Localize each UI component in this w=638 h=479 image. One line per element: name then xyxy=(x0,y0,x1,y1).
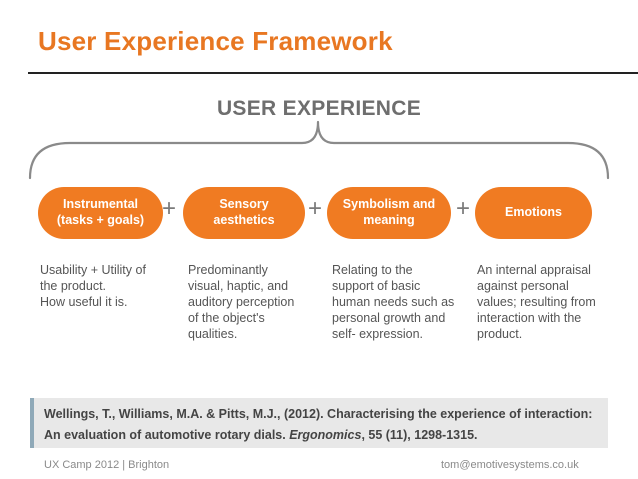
description-instrumental: Usability + Utility of the product. How … xyxy=(40,263,146,309)
description-sensory: Predominantly visual, haptic, and audito… xyxy=(188,263,295,341)
plus-sign: + xyxy=(162,195,177,222)
pill-sensory-aesthetics: Sensory aesthetics xyxy=(183,187,305,239)
footer-email: tom@emotivesystems.co.uk xyxy=(441,459,579,471)
reference-details: , 55 (11), 1298-1315. xyxy=(361,428,478,442)
pill-instrumental: Instrumental (tasks + goals) xyxy=(38,187,163,239)
reference-box: Wellings, T., Williams, M.A. & Pitts, M.… xyxy=(30,398,608,448)
reference-line-1: Wellings, T., Williams, M.A. & Pitts, M.… xyxy=(44,407,593,421)
curly-brace xyxy=(28,120,610,180)
reference-text: An evaluation of automotive rotary dials… xyxy=(44,428,290,442)
reference-line-2: An evaluation of automotive rotary dials… xyxy=(44,425,598,446)
plus-sign: + xyxy=(456,195,471,222)
description-symbolism: Relating to the support of basic human n… xyxy=(332,263,455,341)
diagram-heading: USER EXPERIENCE xyxy=(216,97,422,120)
journal-name: Ergonomics xyxy=(289,428,362,442)
title-divider xyxy=(28,72,638,74)
pill-emotions: Emotions xyxy=(475,187,592,239)
slide-title: User Experience Framework xyxy=(38,26,393,56)
footer-event: UX Camp 2012 | Brighton xyxy=(44,459,170,471)
pill-symbolism-meaning: Symbolism and meaning xyxy=(327,187,451,239)
description-emotions: An internal appraisal against personal v… xyxy=(477,263,596,341)
plus-sign: + xyxy=(308,195,323,222)
